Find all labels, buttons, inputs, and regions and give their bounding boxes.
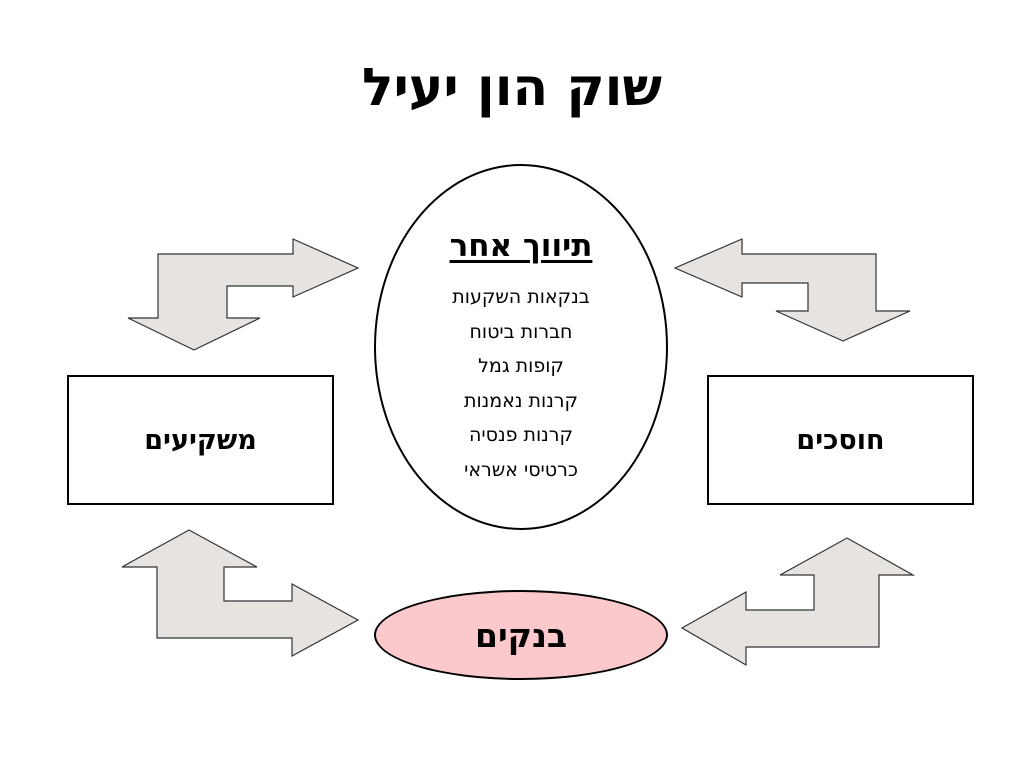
list-item: בנקאות השקעות: [452, 286, 590, 308]
list-item: קופות גמל: [478, 355, 564, 377]
list-item: קרנות נאמנות: [464, 389, 578, 412]
intermediaries-list: בנקאות השקעות חברות ביטוח קופות גמל קרנו…: [376, 280, 666, 487]
arrow-bottom-right: [680, 537, 916, 667]
savers-label: חוסכים: [796, 424, 885, 456]
banks-label: בנקים: [474, 615, 568, 655]
arrow-bottom-left: [121, 529, 360, 658]
savers-box: חוסכים: [707, 375, 974, 505]
banks-ellipse: בנקים: [374, 590, 668, 680]
intermediaries-title: תיווך אחר: [449, 228, 593, 264]
investors-label: משקיעים: [144, 424, 257, 456]
list-item: חברות ביטוח: [469, 320, 573, 343]
list-item: כרטיסי אשראי: [464, 458, 578, 481]
intermediaries-ellipse: תיווך אחר בנקאות השקעות חברות ביטוח קופו…: [374, 164, 668, 530]
investors-box: משקיעים: [67, 375, 334, 505]
list-item: קרנות פנסיה: [469, 424, 573, 446]
arrow-top-right: [673, 238, 911, 342]
page-title: שוק הון יעיל: [362, 58, 662, 118]
arrow-top-left: [127, 238, 360, 351]
